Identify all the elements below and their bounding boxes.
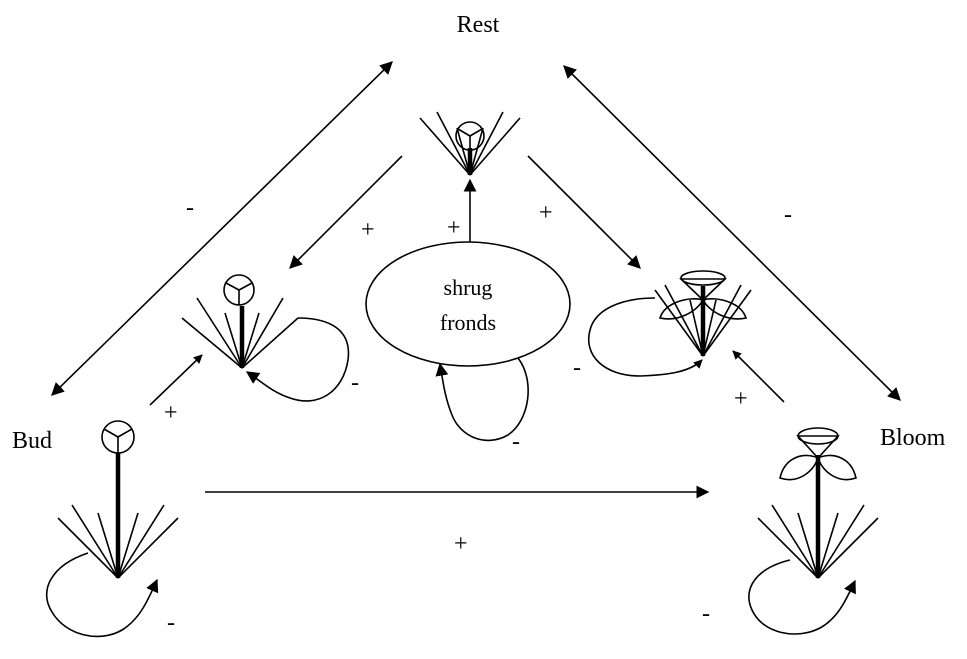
node-label-line1: shrug [444, 275, 493, 300]
self-loop-center [435, 357, 529, 442]
sign-bud-to-budpose: + [164, 400, 178, 426]
node-label-line2: fronds [440, 310, 496, 335]
shrug-fronds-node: shrug fronds [365, 241, 571, 367]
bud-pose-icon [181, 274, 299, 369]
edge-bloom-to-bloompose [732, 350, 785, 403]
edge-bud-rest [51, 61, 393, 396]
edge-bud-to-budpose [149, 354, 203, 406]
state-label-bloom: Bloom [880, 425, 946, 451]
self-loop-bloom [748, 559, 856, 635]
sign-bud-to-bloom: + [454, 531, 468, 557]
sign-rest-bloom: - [784, 202, 792, 228]
bloom-pose-icon [654, 270, 752, 357]
edge-rest-bloom [563, 65, 901, 401]
sign-rest-to-bloompose: + [539, 200, 553, 226]
sign-center-to-rest: + [447, 215, 461, 241]
sign-bloom-to-bloompose: + [734, 386, 748, 412]
state-label-rest: Rest [457, 12, 500, 38]
edge-rest-to-budpose [289, 155, 403, 269]
edge-rest-to-bloompose [527, 155, 641, 269]
sign-bud-self: - [167, 610, 175, 636]
sign-budpose-self: - [351, 370, 359, 396]
self-loop-bud [45, 552, 159, 638]
state-label-bud: Bud [12, 428, 52, 454]
bud-icon [57, 420, 179, 579]
self-loop-budpose [245, 317, 350, 402]
rest-pose-icon [419, 111, 521, 176]
bloom-icon [757, 427, 879, 579]
self-loop-bloompose [587, 297, 703, 377]
sign-bud-rest: - [186, 195, 194, 221]
sign-bloom-self: - [702, 601, 710, 627]
sign-bloompose-self: - [573, 355, 581, 381]
sign-center-self: - [512, 429, 520, 455]
sign-rest-to-budpose: + [361, 217, 375, 243]
